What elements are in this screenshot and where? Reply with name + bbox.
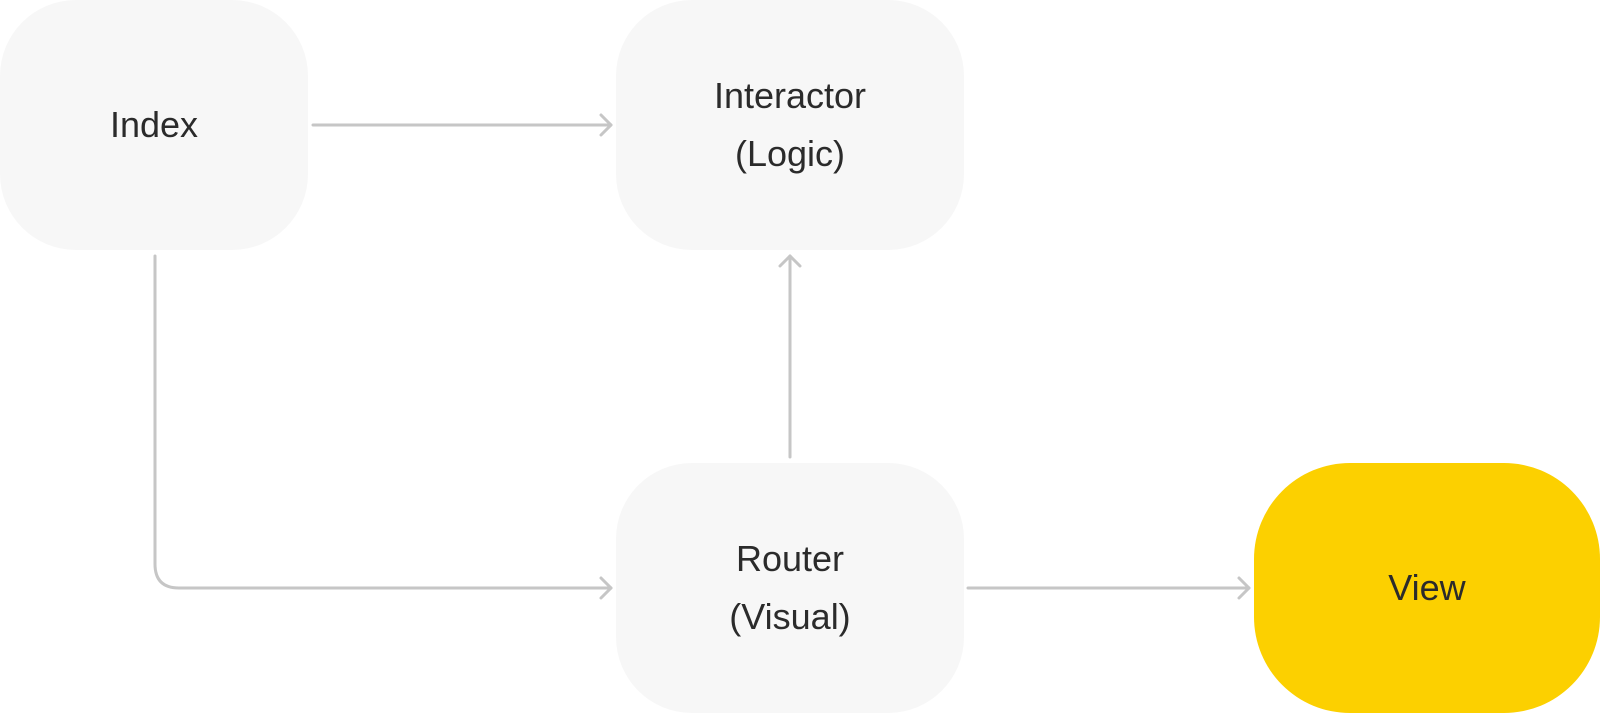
node-view-label: View <box>1388 567 1466 608</box>
edge-router-to-interactor <box>778 254 802 459</box>
node-router-subtitle: (Visual) <box>729 596 851 637</box>
node-index-label: Index <box>109 104 199 145</box>
arrowhead-right-icon <box>599 113 613 137</box>
node-index: Index <box>0 0 308 250</box>
node-router-title: Router <box>735 538 845 579</box>
connector-line <box>153 254 613 590</box>
node-interactor-title: Interactor <box>713 75 867 116</box>
node-interactor: Interactor (Logic) <box>616 0 964 250</box>
node-router: Router (Visual) <box>616 463 964 713</box>
arrowhead-up-icon <box>778 254 802 268</box>
edge-router-to-view <box>966 576 1251 600</box>
arrowhead-right-icon <box>1237 576 1251 600</box>
node-interactor-subtitle: (Logic) <box>734 133 846 174</box>
node-view: View <box>1254 463 1600 713</box>
edge-index-to-router <box>153 254 613 600</box>
edge-index-to-interactor <box>311 113 613 137</box>
arrowhead-right-icon <box>599 576 613 600</box>
